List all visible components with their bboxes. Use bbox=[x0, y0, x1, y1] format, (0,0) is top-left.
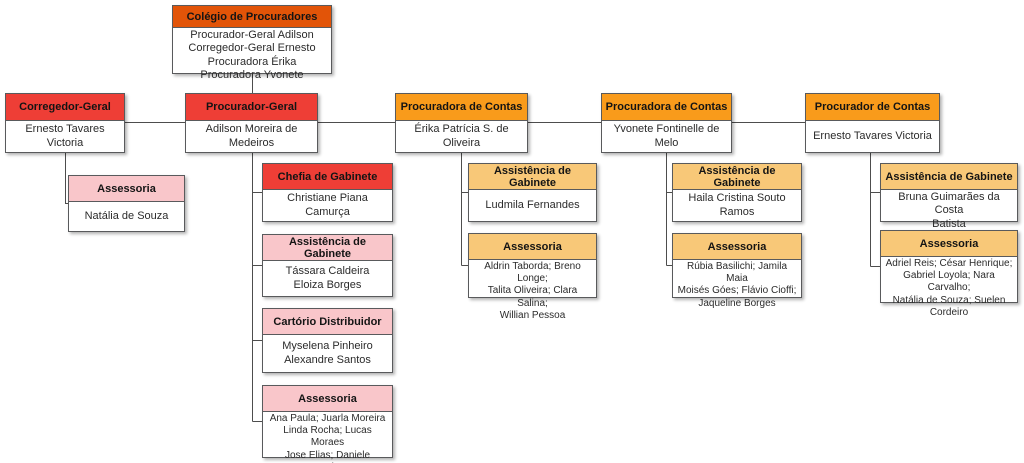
node-members: Myselena Pinheiro Alexandre Santos bbox=[282, 340, 373, 366]
node-title: Chefia de Gabinete bbox=[263, 164, 392, 190]
org-node-procuradora-de-contas-yvonete: Procuradora de Contas Yvonete Fontinelle… bbox=[601, 93, 732, 153]
node-members: Rúbia Basilichi; Jamila Maia Moisés Góes… bbox=[677, 261, 797, 309]
node-members: Ernesto Tavares Victoria bbox=[813, 129, 932, 142]
org-node-cartorio-distribuidor: Cartório Distribuidor Myselena Pinheiro … bbox=[262, 308, 393, 373]
node-title: Assessoria bbox=[69, 176, 184, 202]
org-node-assessoria-pg: Assessoria Ana Paula; Juarla Moreira Lin… bbox=[262, 385, 393, 463]
org-node-procuradora-de-contas-erika: Procuradora de Contas Érika Patrícia S. … bbox=[395, 93, 528, 153]
org-node-assessoria-ernesto: Assessoria Adriel Reis; César Henrique; … bbox=[880, 230, 1018, 318]
org-node-procurador-geral: Procurador-Geral Adilson Moreira de Mede… bbox=[185, 93, 318, 153]
node-title: Corregedor-Geral bbox=[6, 94, 124, 121]
org-node-chefia-de-gabinete: Chefia de Gabinete Christiane Piana Camu… bbox=[262, 163, 393, 222]
node-members: Ernesto Tavares Victoria bbox=[25, 123, 105, 149]
node-title: Procurador de Contas bbox=[806, 94, 939, 121]
connector-ernesto-children bbox=[870, 153, 880, 267]
org-node-assistencia-gabinete-erika: Assistência de Gabinete Ludmila Fernande… bbox=[468, 163, 597, 222]
node-members: Adilson Moreira de Medeiros bbox=[205, 123, 298, 149]
node-members: Yvonete Fontinelle de Melo bbox=[613, 123, 720, 149]
node-title: Assessoria bbox=[673, 234, 801, 260]
node-title: Assistência de Gabinete bbox=[881, 164, 1017, 190]
node-title: Assessoria bbox=[881, 231, 1017, 257]
org-node-assistencia-gabinete-pg: Assistência de Gabinete Tássara Caldeira… bbox=[262, 234, 393, 297]
org-node-procurador-de-contas-ernesto: Procurador de Contas Ernesto Tavares Vic… bbox=[805, 93, 940, 153]
connector-corregedor-to-assessoria bbox=[65, 153, 68, 204]
org-node-assessoria-yvonete: Assessoria Rúbia Basilichi; Jamila Maia … bbox=[672, 233, 802, 309]
org-node-corregedor-geral: Corregedor-Geral Ernesto Tavares Victori… bbox=[5, 93, 125, 153]
node-members: Natália de Souza bbox=[84, 209, 169, 222]
node-title: Procuradora de Contas bbox=[396, 94, 527, 121]
org-node-assistencia-gabinete-yvonete: Assistência de Gabinete Haila Cristina S… bbox=[672, 163, 802, 222]
node-title: Cartório Distribuidor bbox=[263, 309, 392, 335]
connector-erika-children bbox=[461, 153, 468, 266]
node-title: Assistência de Gabinete bbox=[673, 164, 801, 190]
node-members: Procurador-Geral Adilson Corregedor-Gera… bbox=[188, 29, 316, 82]
node-title: Assessoria bbox=[469, 234, 596, 260]
node-members: Adriel Reis; César Henrique; Gabriel Loy… bbox=[885, 258, 1013, 318]
org-node-colegio-de-procuradores: Colégio de Procuradores Procurador-Geral… bbox=[172, 5, 332, 81]
node-members: Aldrin Taborda; Breno Longe; Talita Oliv… bbox=[484, 261, 581, 321]
node-members: Christiane Piana Camurça bbox=[287, 192, 368, 218]
node-title: Assessoria bbox=[263, 386, 392, 412]
node-title: Colégio de Procuradores bbox=[173, 6, 331, 28]
node-members: Bruna Guimarães da Costa Batista bbox=[898, 191, 1000, 230]
node-title: Assistência de Gabinete bbox=[469, 164, 596, 190]
node-title: Procuradora de Contas bbox=[602, 94, 731, 121]
node-title: Procurador-Geral bbox=[186, 94, 317, 121]
org-node-assessoria-erika: Assessoria Aldrin Taborda; Breno Longe; … bbox=[468, 233, 597, 321]
node-members: Ludmila Fernandes bbox=[485, 198, 580, 211]
node-members: Ana Paula; Juarla Moreira Linda Rocha; L… bbox=[269, 413, 386, 463]
node-members: Tássara Caldeira Eloiza Borges bbox=[285, 265, 370, 291]
node-members: Érika Patrícia S. de Oliveira bbox=[414, 123, 509, 149]
org-node-assessoria-corregedoria: Assessoria Natália de Souza bbox=[68, 175, 185, 232]
node-members: Haila Cristina Souto Ramos bbox=[688, 192, 786, 218]
org-node-assistencia-gabinete-ernesto: Assistência de Gabinete Bruna Guimarães … bbox=[880, 163, 1018, 230]
connector-yvonete-children bbox=[666, 153, 672, 266]
connector-procurador-geral-children bbox=[252, 153, 262, 422]
node-title: Assistência de Gabinete bbox=[263, 235, 392, 261]
